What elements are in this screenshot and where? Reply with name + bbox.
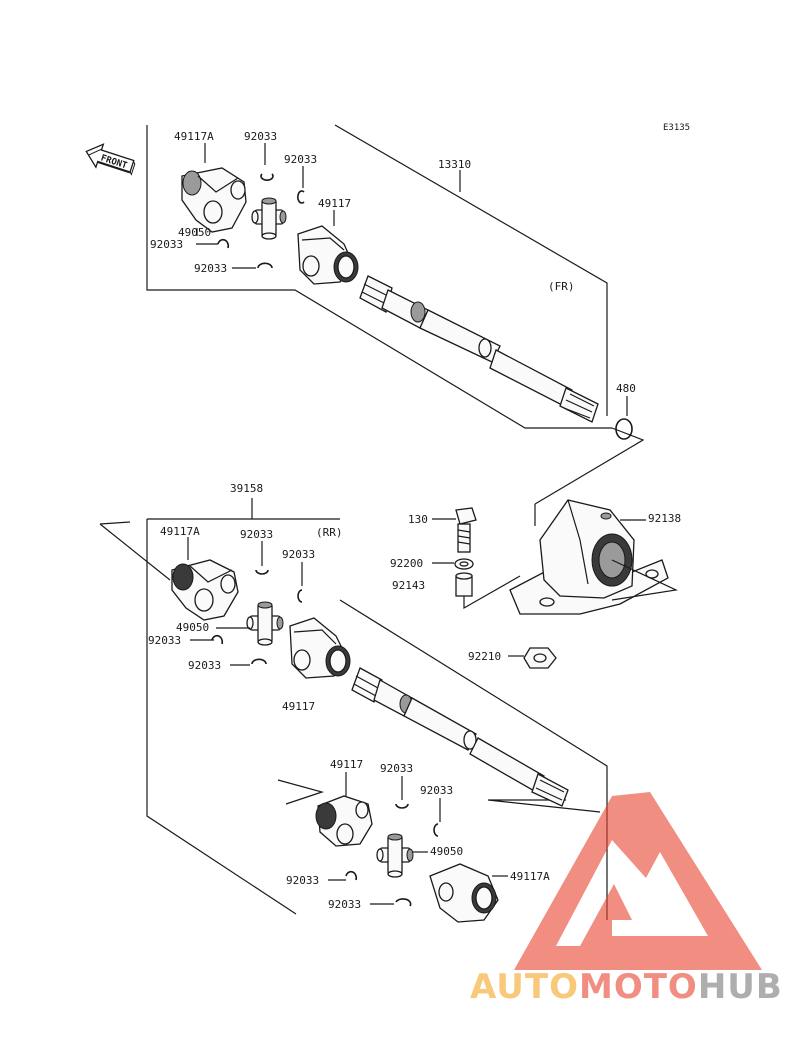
yoke-49117 [297, 225, 359, 285]
label-49050: 49050 [430, 845, 463, 858]
center-bearing-group: 130 92200 92143 92138 92210 [390, 499, 681, 669]
front-shaft-group: 49117A 92033 92033 49117 49050 92033 920… [146, 124, 645, 505]
label-92033: 92033 [150, 238, 183, 251]
circlip [251, 658, 267, 665]
yoke-49117a [429, 863, 499, 923]
label-13310: 13310 [438, 158, 471, 171]
label-92033: 92033 [282, 548, 315, 561]
label-92033: 92033 [328, 898, 361, 911]
label-92138: 92138 [648, 512, 681, 525]
label-49117: 49117 [282, 700, 315, 713]
circlip [255, 569, 269, 575]
label-92143: 92143 [392, 579, 425, 592]
label-92033: 92033 [286, 874, 319, 887]
label-92033: 92033 [240, 528, 273, 541]
label-92033: 92033 [380, 762, 413, 775]
label-92210: 92210 [468, 650, 501, 663]
label-92033: 92033 [194, 262, 227, 275]
collar-92143 [455, 572, 473, 597]
universal-joint-cross [246, 601, 284, 646]
watermark-part3: HUB [698, 967, 783, 1007]
circlip [217, 238, 230, 249]
yoke-49117a [171, 559, 239, 621]
circlip [345, 870, 358, 881]
diagram-code: E3135 [663, 123, 690, 133]
label-49050: 49050 [178, 226, 211, 239]
washer-92200 [454, 558, 474, 570]
yoke-49117a [181, 167, 247, 233]
svg-text:AUTOMOTOHUB: AUTOMOTOHUB [470, 967, 783, 1007]
label-92033: 92033 [420, 784, 453, 797]
label-39158: 39158 [230, 482, 263, 495]
label-92033: 92033 [244, 130, 277, 143]
watermark-part1: AUTO [470, 967, 579, 1007]
watermark-logo: AUTOMOTOHUB [470, 792, 783, 1007]
circlip [211, 634, 224, 645]
rear-shaft-group: 39158 (RR) 49117A 92033 92033 49050 9203… [99, 482, 608, 920]
label-49117a: 49117A [174, 130, 214, 143]
bolt-130 [455, 507, 477, 553]
bearing-92138 [509, 499, 669, 615]
nut-92210 [523, 647, 557, 669]
label-fr: (FR) [548, 280, 575, 293]
label-49117: 49117 [318, 197, 351, 210]
label-92033: 92033 [188, 659, 221, 672]
label-130: 130 [408, 513, 428, 526]
circlip [433, 823, 439, 837]
snap-ring [615, 418, 633, 440]
lower-joint-group: 49117 92033 92033 49050 49117A 92033 920… [277, 758, 550, 923]
front-arrow-icon: FRONT [85, 143, 136, 176]
watermark-part2: MOTO [579, 967, 698, 1007]
yoke-49117 [289, 617, 351, 679]
label-49117a: 49117A [160, 525, 200, 538]
propeller-shaft-rear [351, 667, 569, 807]
label-480: 480 [616, 382, 636, 395]
yoke-49117 [315, 795, 373, 847]
propeller-shaft-front [359, 275, 599, 423]
logo-mark-icon [514, 792, 762, 970]
circlip [257, 262, 273, 269]
circlip [260, 173, 274, 181]
circlip [297, 190, 305, 204]
label-49117a: 49117A [510, 870, 550, 883]
universal-joint-cross [251, 197, 287, 240]
label-49117: 49117 [330, 758, 363, 771]
label-rr: (RR) [316, 526, 343, 539]
circlip [297, 589, 303, 603]
circlip [395, 898, 412, 907]
label-92200: 92200 [390, 557, 423, 570]
universal-joint-cross [376, 833, 414, 878]
label-92033: 92033 [148, 634, 181, 647]
circlip [395, 803, 409, 809]
label-92033: 92033 [284, 153, 317, 166]
label-49050: 49050 [176, 621, 209, 634]
